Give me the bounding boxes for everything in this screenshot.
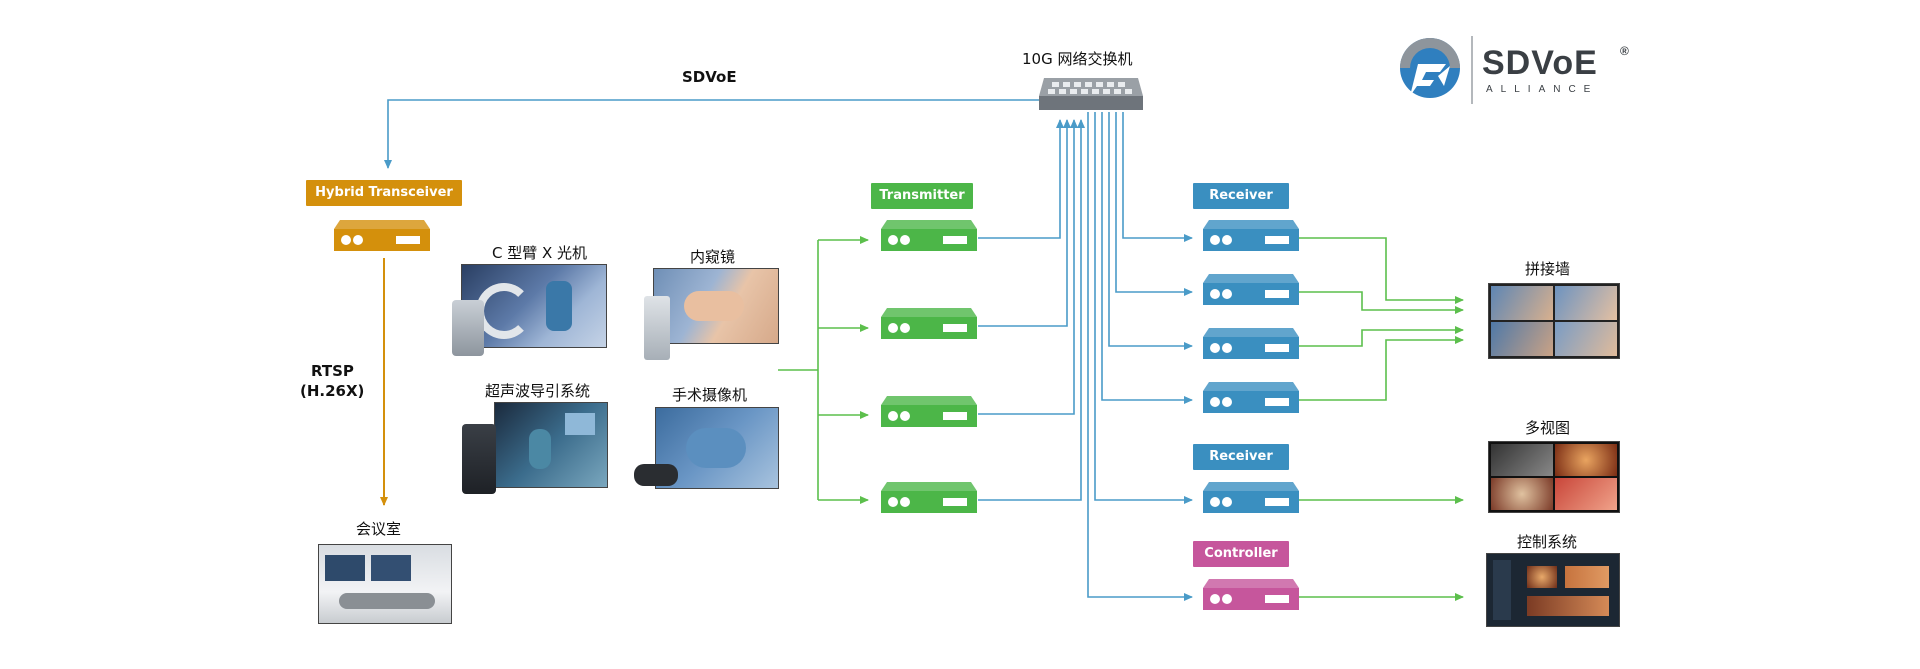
switch-label: 10G 网络交换机 xyxy=(1022,50,1133,68)
conference-photo xyxy=(318,544,452,624)
receiver-box-2 xyxy=(1203,274,1299,305)
camera-headset-icon xyxy=(634,464,678,486)
transmitter-box-2 xyxy=(881,308,977,339)
label-carm: C 型臂 X 光机 xyxy=(492,244,588,262)
label-conference: 会议室 xyxy=(356,520,402,538)
carm-photo xyxy=(461,264,607,348)
receiver-box-1 xyxy=(1203,220,1299,251)
control-system-photo xyxy=(1486,553,1620,627)
label-ultrasound: 超声波导引系统 xyxy=(485,382,591,400)
receiver-box-5 xyxy=(1203,482,1299,513)
label-multiview: 多视图 xyxy=(1525,419,1571,437)
rx-to-wall xyxy=(1296,237,1464,601)
receiver-box-4 xyxy=(1203,382,1299,413)
logo-reg: ® xyxy=(1620,44,1629,58)
video-wall-photo xyxy=(1488,283,1620,359)
label-endoscope: 内窥镜 xyxy=(690,248,736,266)
transmitter-tag: Transmitter xyxy=(871,183,973,209)
transmitter-box-3 xyxy=(881,396,977,427)
controller-tag: Controller xyxy=(1193,541,1289,567)
endoscope-cart-icon xyxy=(644,296,670,360)
network-switch xyxy=(1039,78,1143,110)
endoscope-photo xyxy=(653,268,779,344)
transmitter-box-1 xyxy=(881,220,977,251)
logo-main: SDVoE xyxy=(1482,44,1598,82)
rtsp-label-line1: RTSP xyxy=(311,362,354,380)
controller-box xyxy=(1203,579,1299,610)
logo-sub: ALLIANCE xyxy=(1486,84,1599,95)
source-bus xyxy=(778,236,869,504)
ultrasound-cart-icon xyxy=(462,424,496,494)
tx-to-switch xyxy=(978,119,1085,501)
hybrid-transceiver-box xyxy=(334,220,430,251)
ultrasound-photo xyxy=(494,402,608,488)
rtsp-label-line2: (H.26X) xyxy=(300,382,365,400)
receiver-box-3 xyxy=(1203,328,1299,359)
carm-equipment-icon xyxy=(452,300,484,356)
label-surgical-camera: 手术摄像机 xyxy=(672,386,748,404)
receiver-tag-2: Receiver xyxy=(1193,444,1289,470)
sdvoe-link xyxy=(384,99,1040,169)
label-video-wall: 拼接墙 xyxy=(1525,260,1571,278)
label-control-system: 控制系统 xyxy=(1517,533,1578,551)
sdvoe-logo-emblem xyxy=(1400,38,1460,98)
transmitter-box-4 xyxy=(881,482,977,513)
receiver-tag-1: Receiver xyxy=(1193,183,1289,209)
hybrid-tag: Hybrid Transceiver xyxy=(306,180,462,206)
switch-to-rx xyxy=(1087,112,1193,601)
sdvoe-link-label: SDVoE xyxy=(682,68,737,86)
multiview-photo xyxy=(1488,441,1620,513)
